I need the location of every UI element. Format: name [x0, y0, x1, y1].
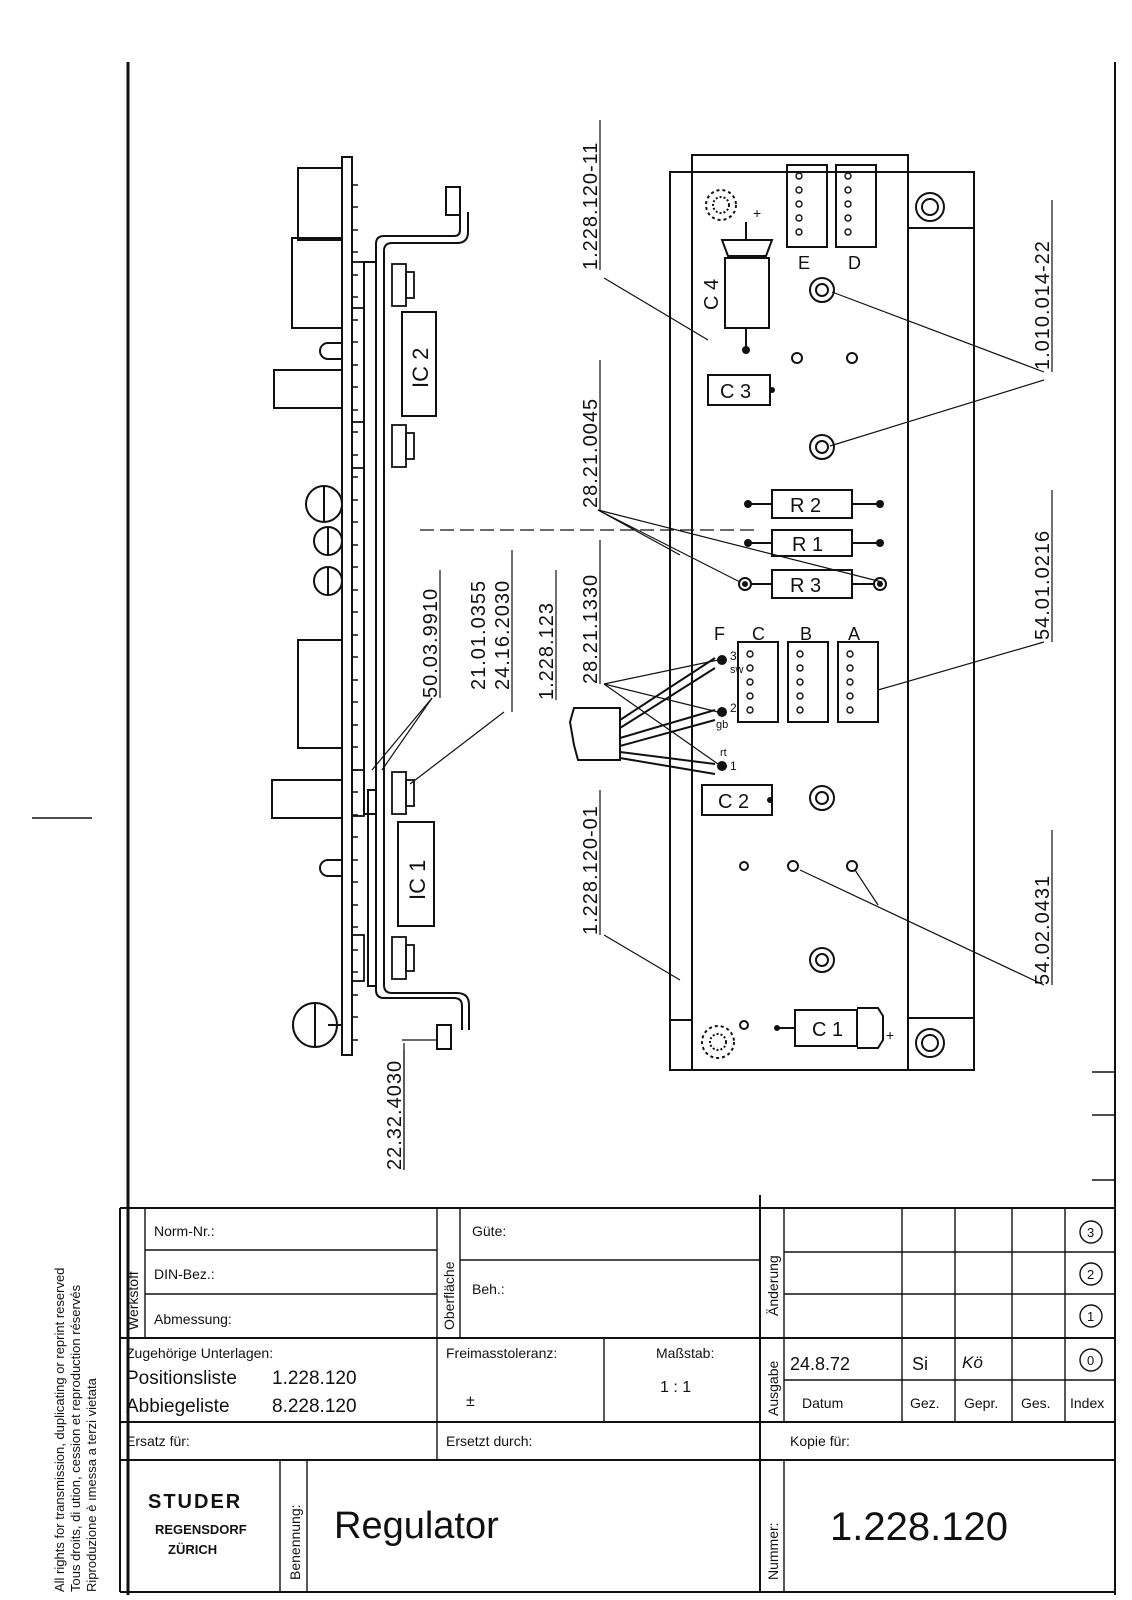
index-3: 3: [1087, 1225, 1094, 1240]
pn-connector: 54.01.0216: [1032, 530, 1054, 640]
connector-pins: [746, 172, 854, 714]
oberflaeche-label: Oberfläche: [441, 1261, 457, 1330]
drawing-frame: [32, 62, 1116, 1595]
r2-label: R 2: [790, 495, 821, 517]
conn-b-label: B: [800, 624, 812, 644]
wire-gb-label: gb: [716, 719, 728, 731]
pn-cable: 1.228.123: [536, 602, 558, 700]
c1-plus-label: +: [886, 1027, 894, 1043]
ic1-label: IC 1: [405, 860, 430, 900]
ersetzt-label: Ersetzt durch:: [446, 1433, 532, 1449]
pin2-label: 2: [730, 701, 737, 715]
pn-pcb-holder: 1.228.120-11: [580, 142, 602, 270]
company-city2: ZÜRICH: [168, 1542, 217, 1557]
norm-nr-label: Norm-Nr.:: [154, 1223, 215, 1239]
ic2-label: IC 2: [408, 348, 433, 388]
pn-screw: 21.01.0355: [468, 580, 490, 690]
abmessung-label: Abmessung:: [154, 1311, 232, 1327]
copyright-line3: Riproduzione è ımessa a terzi vietata: [84, 1377, 99, 1592]
abbiegeliste-label: Abbiegeliste: [126, 1396, 230, 1417]
title-block-grid: [119, 1195, 1115, 1592]
kopie-label: Kopie für:: [790, 1433, 850, 1449]
pn-washer: 24.16.2030: [492, 580, 514, 690]
freimass-label: Freimasstoleranz:: [446, 1345, 557, 1361]
pn-jumper: 1.010.014-22: [1032, 240, 1054, 370]
freimass-value: ±: [466, 1393, 475, 1410]
leader-lines: [371, 120, 1053, 1170]
conn-a-label: A: [848, 624, 860, 644]
massstab-label: Maßstab:: [656, 1345, 714, 1361]
pin1-label: 1: [730, 759, 737, 773]
pn-standoff: 22.32.4030: [384, 1060, 406, 1170]
pn-pin: 54.02.0431: [1032, 875, 1054, 985]
c1-label: C 1: [812, 1019, 843, 1041]
gepr-value: Kö: [962, 1353, 983, 1372]
din-bez-label: DIN-Bez.:: [154, 1266, 215, 1282]
index-1: 1: [1087, 1309, 1094, 1324]
nummer-label: Nummer:: [765, 1522, 781, 1580]
index-label: Index: [1070, 1395, 1104, 1411]
pn-bracket-screw: 50.03.9910: [420, 588, 442, 698]
ersatz-label: Ersatz für:: [126, 1433, 190, 1449]
conn-f-label: F: [714, 624, 725, 644]
part-number-labels: 1.228.120-11 1.010.014-22 28.21.0045 54.…: [384, 142, 1054, 1170]
datum-label: Datum: [802, 1395, 843, 1411]
wire-rt-label: rt: [720, 747, 727, 759]
c3-label: C 3: [720, 381, 751, 403]
c2-label: C 2: [718, 791, 749, 813]
side-view: [271, 156, 470, 1056]
c4-label: C 4: [701, 279, 723, 310]
drawing-number: 1.228.120: [830, 1505, 1008, 1549]
pn-base-plate: 1.228.120-01: [580, 805, 602, 935]
zugehoerige-label: Zugehörige Unterlagen:: [126, 1345, 273, 1361]
positionsliste-label: Positionsliste: [126, 1368, 237, 1389]
index-2: 2: [1087, 1267, 1094, 1282]
pn-terminal: 28.21.1330: [580, 574, 602, 684]
positionsliste-value: 1.228.120: [272, 1368, 357, 1389]
c4-plus-label: +: [753, 205, 761, 221]
wire-sw-label: sw: [730, 664, 744, 676]
conn-e-label: E: [798, 253, 810, 273]
massstab-value: 1 : 1: [660, 1379, 691, 1396]
copyright-line2: Tous droits, di ution, cession et reprod…: [68, 1284, 83, 1592]
company-city: REGENSDORF: [155, 1522, 247, 1537]
gez-value: Si: [912, 1354, 928, 1374]
gepr-label: Gepr.: [964, 1395, 998, 1411]
solder-points: [717, 346, 887, 1031]
beh-label: Beh.:: [472, 1281, 505, 1297]
copyright-notice: All rights for transmission, duplicating…: [52, 1268, 99, 1592]
board-labels: C 4 C 3 R 2 R 1 R 3 C 2 C 1 E D F C B A …: [701, 205, 894, 1043]
r3-label: R 3: [790, 575, 821, 597]
copyright-line1: All rights for transmission, duplicating…: [52, 1268, 67, 1592]
abbiegeliste-value: 8.228.120: [272, 1396, 357, 1417]
conn-d-label: D: [848, 253, 861, 273]
pn-resistor: 28.21.0045: [580, 398, 602, 508]
guete-label: Güte:: [472, 1223, 506, 1239]
gez-label: Gez.: [910, 1395, 940, 1411]
index-0: 0: [1087, 1353, 1094, 1368]
side-panel: [341, 156, 353, 1056]
company-logo: STUDER: [148, 1491, 242, 1513]
ausgabe-label: Ausgabe: [765, 1361, 781, 1416]
ges-label: Ges.: [1021, 1395, 1051, 1411]
aenderung-label: Änderung: [765, 1255, 781, 1316]
title-block-text: Werkstoff Norm-Nr.: DIN-Bez.: Abmessung:…: [125, 1223, 1104, 1580]
conn-c-label: C: [752, 624, 765, 644]
drawing-title: Regulator: [334, 1505, 499, 1547]
r1-label: R 1: [792, 534, 823, 556]
datum-value: 24.8.72: [790, 1354, 850, 1374]
benennung-label: Benennung:: [287, 1504, 303, 1580]
board-top-view: [568, 154, 975, 1071]
panel-ticks: [352, 184, 358, 1041]
werkstoff-label: Werkstoff: [125, 1271, 141, 1330]
pin3-label: 3: [730, 649, 737, 663]
